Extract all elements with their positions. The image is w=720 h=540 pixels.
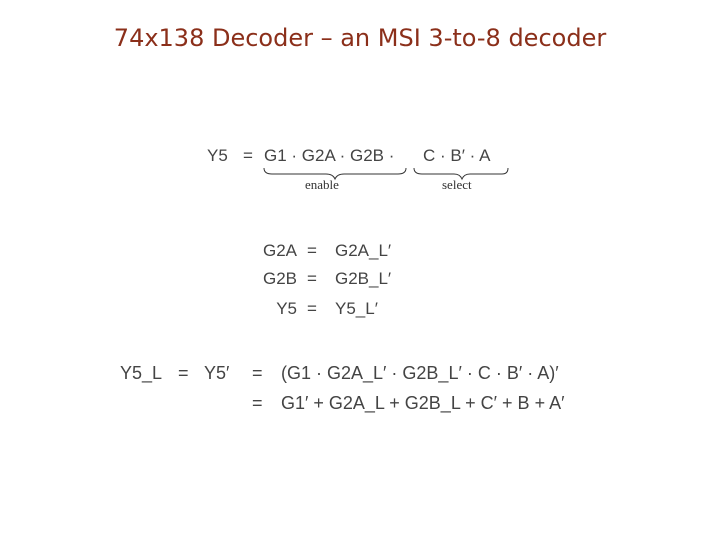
- def-equals: =: [307, 241, 317, 260]
- enable-label: enable: [305, 177, 339, 192]
- def-rhs: G2B_L′: [335, 269, 392, 288]
- def-lhs: Y5: [276, 299, 297, 318]
- def-equals: =: [307, 269, 317, 288]
- eq1-equals: =: [243, 146, 253, 165]
- eq1-lhs: Y5: [207, 146, 228, 165]
- eq1-select-expr: C · B′ · A: [423, 146, 491, 165]
- eq3-mid: Y5′: [204, 363, 230, 383]
- eq3-lhs: Y5_L: [120, 363, 163, 383]
- eq1-enable-expr: G1 · G2A · G2B ·: [264, 146, 395, 165]
- def-rhs: G2A_L′: [335, 241, 392, 260]
- eq3-equals-3: =: [252, 393, 263, 413]
- select-label: select: [442, 177, 472, 192]
- enable-underbrace: [263, 167, 407, 181]
- select-underbrace: [413, 167, 509, 181]
- slide-title: 74x138 Decoder – an MSI 3-to-8 decoder: [113, 24, 607, 52]
- eq3-equals-1: =: [178, 363, 189, 383]
- eq3-line1: (G1 · G2A_L′ · G2B_L′ · C · B′ · A)′: [281, 363, 559, 383]
- eq3-equals-2: =: [252, 363, 263, 383]
- eq3-line2: G1′ + G2A_L + G2B_L + C′ + B + A′: [281, 393, 565, 413]
- def-lhs: G2B: [262, 269, 297, 288]
- def-rhs: Y5_L′: [335, 299, 378, 318]
- def-lhs: G2A: [262, 241, 297, 260]
- def-equals: =: [307, 299, 317, 318]
